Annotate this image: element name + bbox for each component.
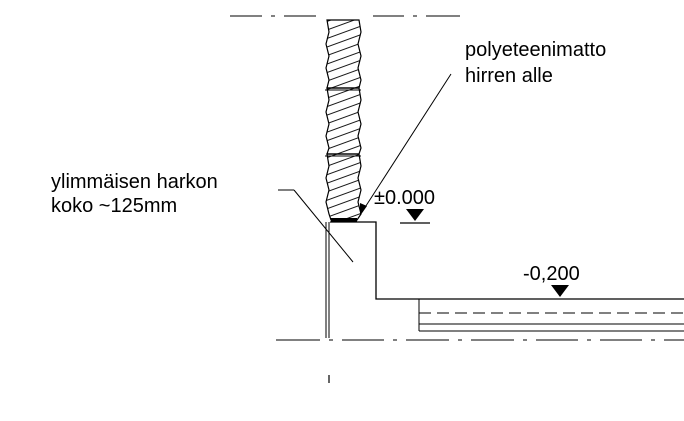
log-wall — [325, 19, 362, 221]
log-3 — [325, 153, 362, 221]
log-size-label-line2: koko ~125mm — [51, 195, 178, 217]
membrane-label-line2: hirren alle — [465, 65, 553, 87]
floor-level-label: ±0.000 — [374, 187, 436, 209]
log-2 — [325, 87, 362, 155]
floor-slab — [418, 299, 684, 332]
floor-level-marker — [400, 209, 430, 224]
foundation-outline — [330, 221, 684, 300]
membrane-leader-arrow-icon — [360, 203, 367, 216]
ground-level-marker — [551, 285, 569, 297]
membrane — [331, 218, 357, 222]
insulation-board — [325, 222, 330, 338]
log-leader-diag — [293, 189, 354, 263]
membrane-label-line1: polyeteenimatto — [465, 39, 607, 61]
ground-level-label: -0,200 — [523, 263, 580, 285]
leader-lines — [278, 73, 452, 263]
log-1 — [325, 19, 362, 89]
log-size-label-line1: ylimmäisen harkon — [51, 171, 218, 193]
log-joints — [325, 89, 361, 157]
membrane-leader — [361, 73, 452, 213]
